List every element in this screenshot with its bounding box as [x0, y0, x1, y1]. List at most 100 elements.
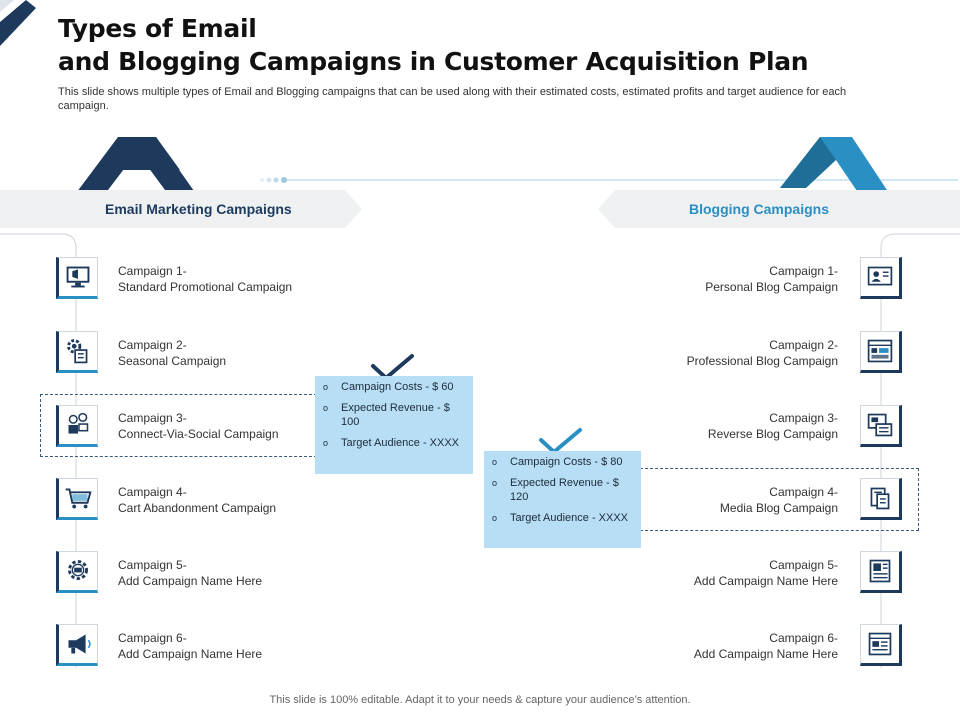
title-line-2: and Blogging Campaigns in Customer Acqui… — [58, 47, 809, 76]
blog-campaign-details: o Campaign Costs - $ 80 o Expected Reven… — [484, 451, 641, 548]
campaign-number: Campaign 6- — [769, 631, 838, 645]
campaign-name: Add Campaign Name Here — [693, 574, 838, 588]
bullet: o — [492, 457, 498, 467]
newspaper-icon — [869, 559, 891, 583]
web-article-icon — [868, 632, 892, 656]
email-campaign-2-icon-box — [56, 331, 98, 373]
detail-text: Campaign Costs - $ 60 — [341, 381, 454, 393]
page-subtitle: This slide shows multiple types of Email… — [58, 86, 847, 112]
divider-dot — [260, 178, 264, 182]
detail-text: Expected Revenue - $ 120 — [510, 477, 619, 503]
email-campaign-5-icon-box — [56, 551, 98, 593]
email-heading: Email Marketing Campaigns — [105, 201, 292, 217]
campaign-number: Campaign 3- — [769, 411, 838, 425]
campaign-name: Media Blog Campaign — [719, 501, 838, 515]
left-connector — [0, 233, 77, 668]
bullet: o — [492, 478, 498, 488]
blog-campaign-1-icon-box — [860, 257, 902, 299]
profile-card-icon — [867, 266, 893, 286]
blog-heading: Blogging Campaigns — [689, 201, 829, 217]
campaign-name: Add Campaign Name Here — [118, 647, 263, 661]
blog-campaign-6-icon-box — [860, 624, 902, 666]
campaign-number: Campaign 6- — [118, 631, 187, 645]
check-icon — [539, 428, 582, 454]
bullet: o — [323, 438, 329, 448]
email-campaign-1: Campaign 1- Standard Promotional Campaig… — [118, 263, 292, 295]
detail-text: Target Audience - XXXX — [341, 437, 460, 449]
right-connector — [880, 233, 960, 668]
email-campaign-3-icon-box — [56, 405, 98, 447]
campaign-number: Campaign 1- — [769, 264, 838, 278]
blog-campaign-1: Campaign 1- Personal Blog Campaign — [705, 263, 838, 295]
campaign-name: Seasonal Campaign — [118, 354, 227, 368]
divider-dot — [281, 177, 287, 183]
divider-dot — [273, 177, 279, 183]
campaign-name: Add Campaign Name Here — [693, 647, 838, 661]
campaign-number: Campaign 5- — [769, 558, 838, 572]
detail-revenue: o Expected Revenue - $ 100 — [323, 401, 467, 429]
campaign-name: Professional Blog Campaign — [686, 354, 838, 368]
email-campaign-1-icon-box — [56, 257, 98, 299]
email-campaign-5: Campaign 5- Add Campaign Name Here — [118, 557, 262, 589]
page-title: Types of Email and Blogging Campaigns in… — [58, 12, 809, 78]
detail-revenue: o Expected Revenue - $ 120 — [492, 476, 635, 504]
corner-accent — [0, 0, 36, 46]
campaign-name: Standard Promotional Campaign — [118, 280, 293, 294]
email-campaign-3: Campaign 3- Connect-Via-Social Campaign — [118, 410, 279, 442]
social-chat-icon — [68, 412, 89, 434]
right-roof-dark — [780, 137, 836, 188]
email-campaign-2: Campaign 2- Seasonal Campaign — [118, 337, 226, 369]
bullet: o — [492, 513, 498, 523]
detail-audience: o Target Audience - XXXX — [492, 511, 635, 525]
detail-cost: o Campaign Costs - $ 60 — [323, 380, 467, 394]
blog-campaign-3: Campaign 3- Reverse Blog Campaign — [708, 410, 838, 442]
email-campaign-6: Campaign 6- Add Campaign Name Here — [118, 630, 262, 662]
campaign-number: Campaign 1- — [118, 264, 187, 278]
campaign-name: Personal Blog Campaign — [705, 280, 838, 294]
campaign-name: Add Campaign Name Here — [118, 574, 263, 588]
campaign-name: Reverse Blog Campaign — [707, 427, 838, 441]
blog-campaign-4: Campaign 4- Media Blog Campaign — [720, 484, 838, 516]
detail-text: Expected Revenue - $ 100 — [341, 402, 450, 428]
corner-accent-light — [0, 0, 14, 12]
blog-campaign-2-icon-box — [860, 331, 902, 373]
campaign-number: Campaign 4- — [769, 485, 838, 499]
campaign-number: Campaign 3- — [118, 411, 187, 425]
gear-document-icon — [67, 339, 88, 364]
blog-campaign-5-icon-box — [860, 551, 902, 593]
email-campaign-4: Campaign 4- Cart Abandonment Campaign — [118, 484, 276, 516]
blog-campaign-5: Campaign 5- Add Campaign Name Here — [694, 557, 838, 589]
campaign-number: Campaign 5- — [118, 558, 187, 572]
blog-campaign-3-icon-box — [860, 405, 902, 447]
detail-text: Target Audience - XXXX — [510, 512, 629, 524]
web-layout-icon — [867, 339, 893, 363]
email-campaign-details: o Campaign Costs - $ 60 o Expected Reven… — [315, 376, 473, 474]
blog-campaign-2: Campaign 2- Professional Blog Campaign — [687, 337, 838, 369]
blog-campaign-6: Campaign 6- Add Campaign Name Here — [694, 630, 838, 662]
campaign-number: Campaign 4- — [118, 485, 187, 499]
slide-footer: This slide is 100% editable. Adapt it to… — [269, 694, 691, 706]
email-banner — [0, 190, 362, 228]
detail-cost: o Campaign Costs - $ 80 — [492, 455, 635, 469]
email-campaign-4-icon-box — [56, 478, 98, 520]
detail-audience: o Target Audience - XXXX — [323, 436, 467, 450]
email-campaign-6-icon-box — [56, 624, 98, 666]
megaphone-icon — [68, 634, 91, 654]
monitor-megaphone-icon — [66, 266, 90, 288]
blog-banner — [598, 190, 960, 228]
campaign-number: Campaign 2- — [118, 338, 187, 352]
documents-icon — [870, 487, 890, 510]
campaign-name: Cart Abandonment Campaign — [118, 501, 277, 515]
detail-text: Campaign Costs - $ 80 — [510, 456, 623, 468]
left-roof-top — [100, 137, 180, 170]
blog-page-icon — [867, 413, 893, 437]
campaign-number: Campaign 2- — [769, 338, 838, 352]
campaign-name: Connect-Via-Social Campaign — [118, 427, 279, 441]
blog-campaign-4-icon-box — [860, 478, 902, 520]
divider-dot — [266, 177, 272, 183]
shopping-cart-icon — [65, 488, 92, 509]
bullet: o — [323, 403, 329, 413]
title-line-1: Types of Email — [58, 14, 257, 43]
check-icon — [371, 354, 414, 380]
